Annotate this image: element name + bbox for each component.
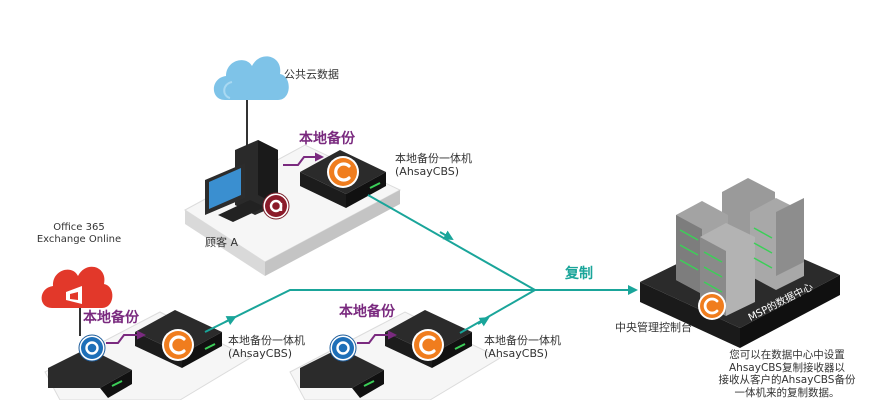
appliance-software: (AhsayCBS) — [395, 165, 460, 178]
local-backup-arrow-left — [106, 330, 146, 344]
appliance-label-left: 本地备份一体机 (AhsayCBS) — [228, 334, 305, 360]
appliance-name: 本地备份一体机 — [484, 334, 561, 347]
workstation-bottom-left — [48, 348, 132, 398]
office365-icon — [41, 266, 113, 336]
local-backup-arrow-top — [283, 152, 324, 166]
replication-lines — [204, 194, 638, 334]
local-backup-label-top: 本地备份 — [299, 131, 355, 147]
replication-label: 复制 — [565, 266, 593, 282]
description-line4: 一体机来的复制数据。 — [734, 386, 840, 399]
customer-a-label: 顾客 A — [205, 236, 239, 249]
office365-line1: Office 365 — [53, 222, 105, 233]
ahsay-a-icon — [262, 192, 290, 220]
ahsay-client-icon — [78, 334, 106, 362]
cloud-icon — [213, 56, 289, 150]
appliance-label-middle: 本地备份一体机 (AhsayCBS) — [484, 334, 561, 360]
local-backup-label-left: 本地备份 — [83, 310, 139, 326]
description-line3: 接收从客户的AhsayCBS备份 — [718, 374, 856, 386]
appliance-name: 本地备份一体机 — [395, 152, 472, 165]
description-line2: AhsayCBS复制接收器以 — [729, 361, 845, 374]
public-cloud-label: 公共云数据 — [284, 68, 339, 81]
ahsay-c-icon — [162, 329, 194, 361]
appliance-name: 本地备份一体机 — [228, 334, 305, 347]
local-backup-label-middle: 本地备份 — [339, 304, 395, 320]
description-line1: 您可以在数据中心中设置 — [729, 349, 845, 361]
local-backup-arrow-middle — [357, 330, 397, 344]
ahsay-c-icon — [412, 329, 444, 361]
ahsay-client-icon — [329, 334, 357, 362]
appliance-software: (AhsayCBS) — [228, 347, 293, 360]
appliance-software: (AhsayCBS) — [484, 347, 549, 360]
workstation-bottom-middle — [300, 348, 384, 398]
ahsay-c-icon — [698, 292, 726, 320]
ahsay-c-icon — [327, 156, 359, 188]
datacenter-description: 您可以在数据中心中设置 AhsayCBS复制接收器以 接收从客户的AhsayCB… — [712, 349, 862, 399]
office365-label: Office 365 Exchange Online — [33, 222, 125, 246]
office365-line2: Exchange Online — [36, 234, 122, 245]
central-console-label: 中央管理控制台 — [615, 321, 692, 334]
appliance-label-top: 本地备份一体机 (AhsayCBS) — [395, 152, 472, 178]
